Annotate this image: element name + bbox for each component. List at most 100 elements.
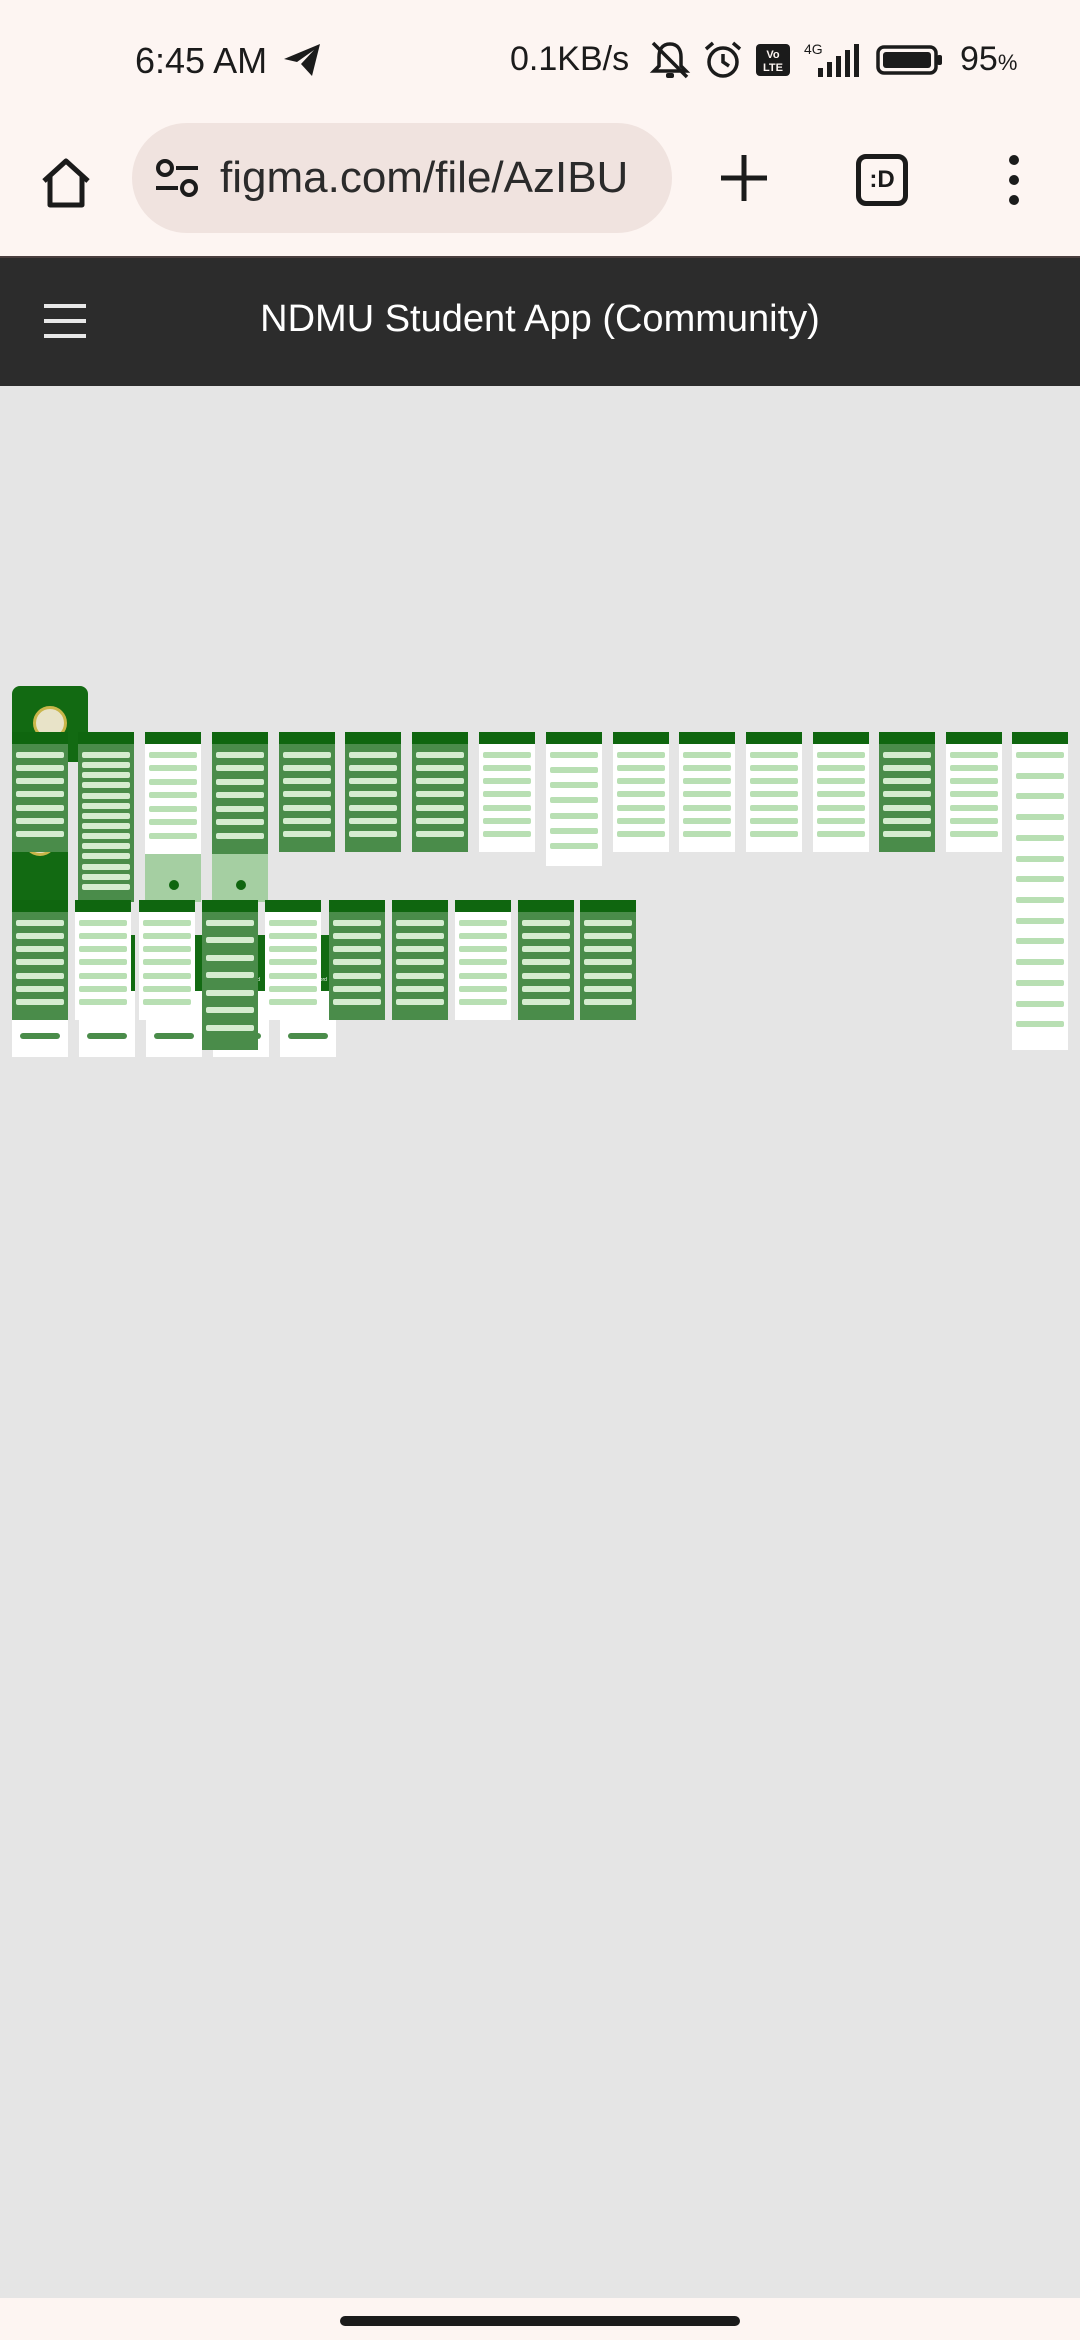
frame-content-row	[79, 972, 127, 979]
frame-content-row	[817, 817, 865, 824]
frame-header	[746, 732, 802, 744]
main-screen-frame-3[interactable]	[145, 732, 201, 854]
main-screen-frame-2[interactable]	[78, 732, 134, 902]
secondary-screen-frame-10[interactable]	[580, 900, 636, 1020]
secondary-screen-frame-5[interactable]	[265, 900, 321, 1020]
secondary-screen-frame-6[interactable]	[329, 900, 385, 1020]
frame-content-row	[269, 998, 317, 1005]
frame-content-row	[349, 830, 397, 837]
frame-content-row	[269, 933, 317, 940]
frame-content-row	[1016, 876, 1064, 883]
frame-content-row	[584, 920, 632, 926]
frame-content-row	[143, 933, 191, 940]
gesture-handle[interactable]	[340, 2316, 740, 2326]
secondary-screen-frame-2[interactable]	[75, 900, 131, 1020]
frame-content-row	[617, 830, 665, 837]
figma-file-header: NDMU Student App (Community)	[0, 256, 1080, 388]
main-screen-frame-9[interactable]	[546, 732, 602, 866]
main-screen-frame-10[interactable]	[613, 732, 669, 852]
secondary-screen-frame-3[interactable]	[139, 900, 195, 1020]
tab-switcher-icon[interactable]: :D	[856, 154, 908, 206]
hamburger-menu-icon[interactable]	[44, 302, 86, 340]
frame-content-row	[1016, 979, 1064, 986]
frame-content-row	[883, 830, 931, 837]
frame-content-row	[149, 792, 197, 799]
frame-content-row	[16, 946, 64, 953]
frame-content-row	[283, 830, 331, 837]
frame-content-row	[206, 1007, 254, 1014]
frame-content-row	[82, 873, 130, 880]
main-screen-frame-15[interactable]	[946, 732, 1002, 852]
frame-content-row	[396, 972, 444, 979]
main-screen-frame-1[interactable]	[12, 732, 68, 852]
frame-content-row	[396, 998, 444, 1005]
new-tab-plus-icon[interactable]	[718, 152, 770, 204]
secondary-screen-frame-9[interactable]	[518, 900, 574, 1020]
main-screen-frame-6[interactable]	[345, 732, 401, 852]
secondary-screen-frame-4[interactable]	[202, 900, 258, 1050]
frame-content-row	[584, 933, 632, 940]
main-screen-frame-16[interactable]	[1012, 732, 1068, 1050]
frame-content-row	[206, 920, 254, 926]
frame-content-row	[1016, 938, 1064, 945]
frame-header	[518, 900, 574, 912]
auth-submit-button	[20, 1033, 60, 1039]
main-screen-frame-11[interactable]	[679, 732, 735, 852]
frame-content-row	[216, 765, 264, 772]
frame-content-row	[683, 804, 731, 811]
frame-content-row	[416, 804, 464, 811]
frame-content-row	[617, 817, 665, 824]
frame-content-row	[79, 959, 127, 966]
frame-content-row	[817, 804, 865, 811]
main-screen-frame-13[interactable]	[813, 732, 869, 852]
frame-content-row	[416, 791, 464, 798]
main-screen-frame-4[interactable]	[212, 732, 268, 854]
frame-content-row	[143, 959, 191, 966]
url-text[interactable]: figma.com/file/AzIBU	[220, 153, 629, 202]
frame-content-row	[82, 833, 130, 840]
frame-content-row	[333, 920, 381, 926]
frame-content-row	[522, 920, 570, 926]
frame-content-row	[269, 985, 317, 992]
frame-content-row	[143, 972, 191, 979]
home-icon[interactable]	[38, 155, 94, 211]
frame-content-row	[283, 817, 331, 824]
frame-content-row	[216, 752, 264, 758]
frame-content-row	[333, 946, 381, 953]
main-screen-frame-12[interactable]	[746, 732, 802, 852]
main-screen-frame-7[interactable]	[412, 732, 468, 852]
figma-canvas[interactable]: Plan Homework on completionNotify your A…	[0, 386, 1080, 2298]
main-screen-frame-8[interactable]	[479, 732, 535, 852]
auth-submit-button	[288, 1033, 328, 1039]
signal-icon: 4G	[804, 41, 859, 77]
main-screen-frame-14[interactable]	[879, 732, 935, 852]
secondary-screen-frame-7[interactable]	[392, 900, 448, 1020]
secondary-screen-frame-8[interactable]	[455, 900, 511, 1020]
frame-content-row	[396, 946, 444, 953]
frame-content-row	[82, 782, 130, 789]
main-screen-frame-5[interactable]	[279, 732, 335, 852]
browser-toolbar: figma.com/file/AzIBU :D	[0, 120, 1080, 256]
frame-content-row	[216, 832, 264, 839]
secondary-screen-frame-1[interactable]	[12, 900, 68, 1020]
frame-content-row	[333, 933, 381, 940]
frame-content-row	[16, 933, 64, 940]
address-bar[interactable]: figma.com/file/AzIBU	[132, 123, 672, 233]
frame-header	[212, 732, 268, 744]
mute-bell-icon	[649, 41, 691, 79]
frame-content-row	[82, 792, 130, 799]
frame-header	[813, 732, 869, 744]
frame-content-row	[149, 778, 197, 785]
frame-content-row	[269, 972, 317, 979]
more-vert-icon[interactable]	[1000, 150, 1028, 210]
frame-content-row	[269, 920, 317, 926]
frame-header	[392, 900, 448, 912]
frame-content-row	[1016, 793, 1064, 800]
frame-content-row	[617, 778, 665, 785]
frame-content-row	[584, 998, 632, 1005]
frame-content-row	[522, 972, 570, 979]
frame-content-row	[216, 778, 264, 785]
frame-content-row	[683, 778, 731, 785]
site-settings-icon[interactable]	[154, 157, 200, 199]
frame-content-row	[950, 791, 998, 798]
